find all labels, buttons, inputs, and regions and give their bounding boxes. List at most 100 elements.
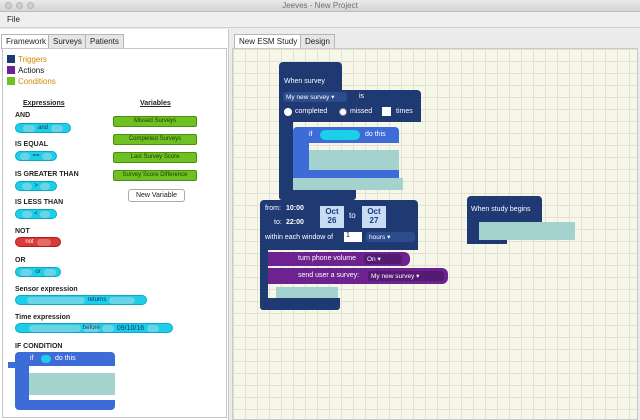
when-survey-title: When survey [284, 78, 325, 85]
window-value-input[interactable]: 1 [344, 232, 362, 242]
tab-patients[interactable]: Patients [85, 34, 124, 48]
minimize-window-button[interactable] [16, 2, 23, 9]
study-begins-spine [467, 222, 479, 244]
send-survey-action[interactable]: send user a survey: My new survey ▾ [268, 268, 448, 284]
phone-volume-action[interactable]: turn phone volume On ▾ [268, 252, 410, 266]
when-survey-block[interactable]: When survey [279, 62, 342, 92]
times-input[interactable] [382, 107, 391, 116]
legend-conditions: Conditions [18, 77, 56, 86]
if-block-foot [293, 170, 399, 178]
when-survey-bottom-slot [293, 178, 403, 190]
expr-equal-op: == [32, 153, 40, 159]
conditions-swatch [7, 77, 15, 85]
schedule-bottom-slot [276, 287, 338, 301]
menu-file[interactable]: File [7, 15, 20, 24]
time-expression-label: Time expression [15, 314, 71, 321]
volume-select[interactable]: On ▾ [364, 254, 402, 264]
menu-bar: File [0, 12, 640, 28]
schedule-spine [260, 250, 268, 298]
legend-triggers: Triggers [18, 55, 48, 64]
expressions-heading: Expressions [23, 100, 65, 107]
if-block-if: if [309, 131, 313, 138]
variable-missed-surveys[interactable]: Missed Surveys [113, 116, 197, 127]
missed-radio[interactable] [339, 108, 347, 116]
close-window-button[interactable] [5, 2, 12, 9]
expr-equal-label: IS EQUAL [15, 141, 49, 148]
title-bar: Jeeves - New Project [0, 0, 640, 12]
times-label: times [396, 108, 413, 115]
from-time[interactable]: 10:00 [286, 205, 304, 212]
expr-and-label: AND [15, 112, 31, 119]
if-block-condition-slot[interactable] [320, 130, 360, 140]
if-condition-notch [8, 362, 16, 368]
when-survey-header: My new survey ▾ is completed missed time… [279, 90, 421, 122]
expr-or-label: OR [15, 257, 26, 264]
window-title: Jeeves - New Project [282, 1, 358, 10]
expr-and-op: and [37, 125, 48, 131]
to-time[interactable]: 22:00 [286, 219, 304, 226]
variable-last-survey-score[interactable]: Last Survey Score [113, 152, 197, 163]
if-condition-label: IF CONDITION [15, 343, 63, 350]
if-block-do-this: do this [365, 131, 386, 138]
variable-completed-surveys[interactable]: Completed Surveys [113, 134, 197, 145]
if-condition-block[interactable]: if do this [15, 352, 115, 366]
if-condition-slot-body [29, 373, 115, 395]
expr-less-block[interactable]: < [15, 209, 57, 219]
triggers-swatch [7, 55, 15, 63]
expr-not-block[interactable]: not [15, 237, 61, 247]
send-survey-select-value: My new survey [371, 273, 415, 280]
expr-equal-block[interactable]: == [15, 151, 57, 161]
sensor-expression-block[interactable]: returns [15, 295, 147, 305]
new-variable-button[interactable]: New Variable [128, 189, 185, 202]
expr-greater-op: > [34, 183, 38, 189]
completed-label: completed [295, 108, 328, 115]
completed-radio[interactable] [284, 108, 292, 116]
if-condition-spine [15, 366, 29, 402]
if-condition-do-this: do this [55, 355, 76, 362]
schedule-foot [260, 298, 340, 310]
end-month: Oct [367, 207, 381, 216]
survey-select[interactable]: My new survey ▾ [283, 92, 347, 102]
expr-and-block[interactable]: and [15, 123, 71, 133]
if-condition-foot [15, 400, 115, 410]
end-day: 27 [369, 216, 379, 225]
send-survey-select[interactable]: My new survey ▾ [368, 271, 444, 281]
tab-surveys[interactable]: Surveys [48, 34, 87, 48]
expr-greater-block[interactable]: > [15, 181, 57, 191]
variable-survey-score-difference[interactable]: Survey Score Difference [113, 170, 197, 181]
variables-heading: Variables [140, 100, 171, 107]
tab-framework[interactable]: Framework [1, 34, 52, 49]
study-begins-block[interactable]: When study begins [467, 196, 542, 222]
phone-volume-label: turn phone volume [298, 255, 356, 262]
expr-less-label: IS LESS THAN [15, 199, 64, 206]
volume-select-value: On [367, 256, 376, 263]
zoom-window-button[interactable] [27, 2, 34, 9]
unit-select-value: hours [369, 234, 386, 241]
from-label: from: [265, 205, 281, 212]
study-begins-title: When study begins [471, 206, 531, 213]
tab-design[interactable]: Design [300, 34, 335, 48]
missed-label: missed [350, 108, 373, 115]
unit-select[interactable]: hours ▾ [366, 232, 415, 242]
expr-less-op: < [34, 211, 38, 217]
study-begins-foot [467, 240, 507, 244]
expr-or-block[interactable]: or [15, 267, 61, 277]
tab-new-esm-study[interactable]: New ESM Study [234, 34, 303, 49]
sensor-returns-text: returns [87, 297, 107, 303]
expr-not-label: NOT [15, 228, 30, 235]
if-block-body-slot [309, 150, 399, 170]
when-survey-foot [279, 190, 356, 200]
start-month: Oct [325, 207, 339, 216]
window-text: within each window of [265, 234, 334, 241]
when-survey-is: is [359, 93, 365, 100]
legend-actions: Actions [18, 66, 45, 75]
if-block-spine [293, 143, 309, 171]
date-range-to: to [349, 211, 356, 220]
when-survey-spine [279, 122, 293, 192]
if-block[interactable]: if do this [293, 127, 399, 143]
expr-greater-label: IS GREATER THAN [15, 171, 79, 178]
